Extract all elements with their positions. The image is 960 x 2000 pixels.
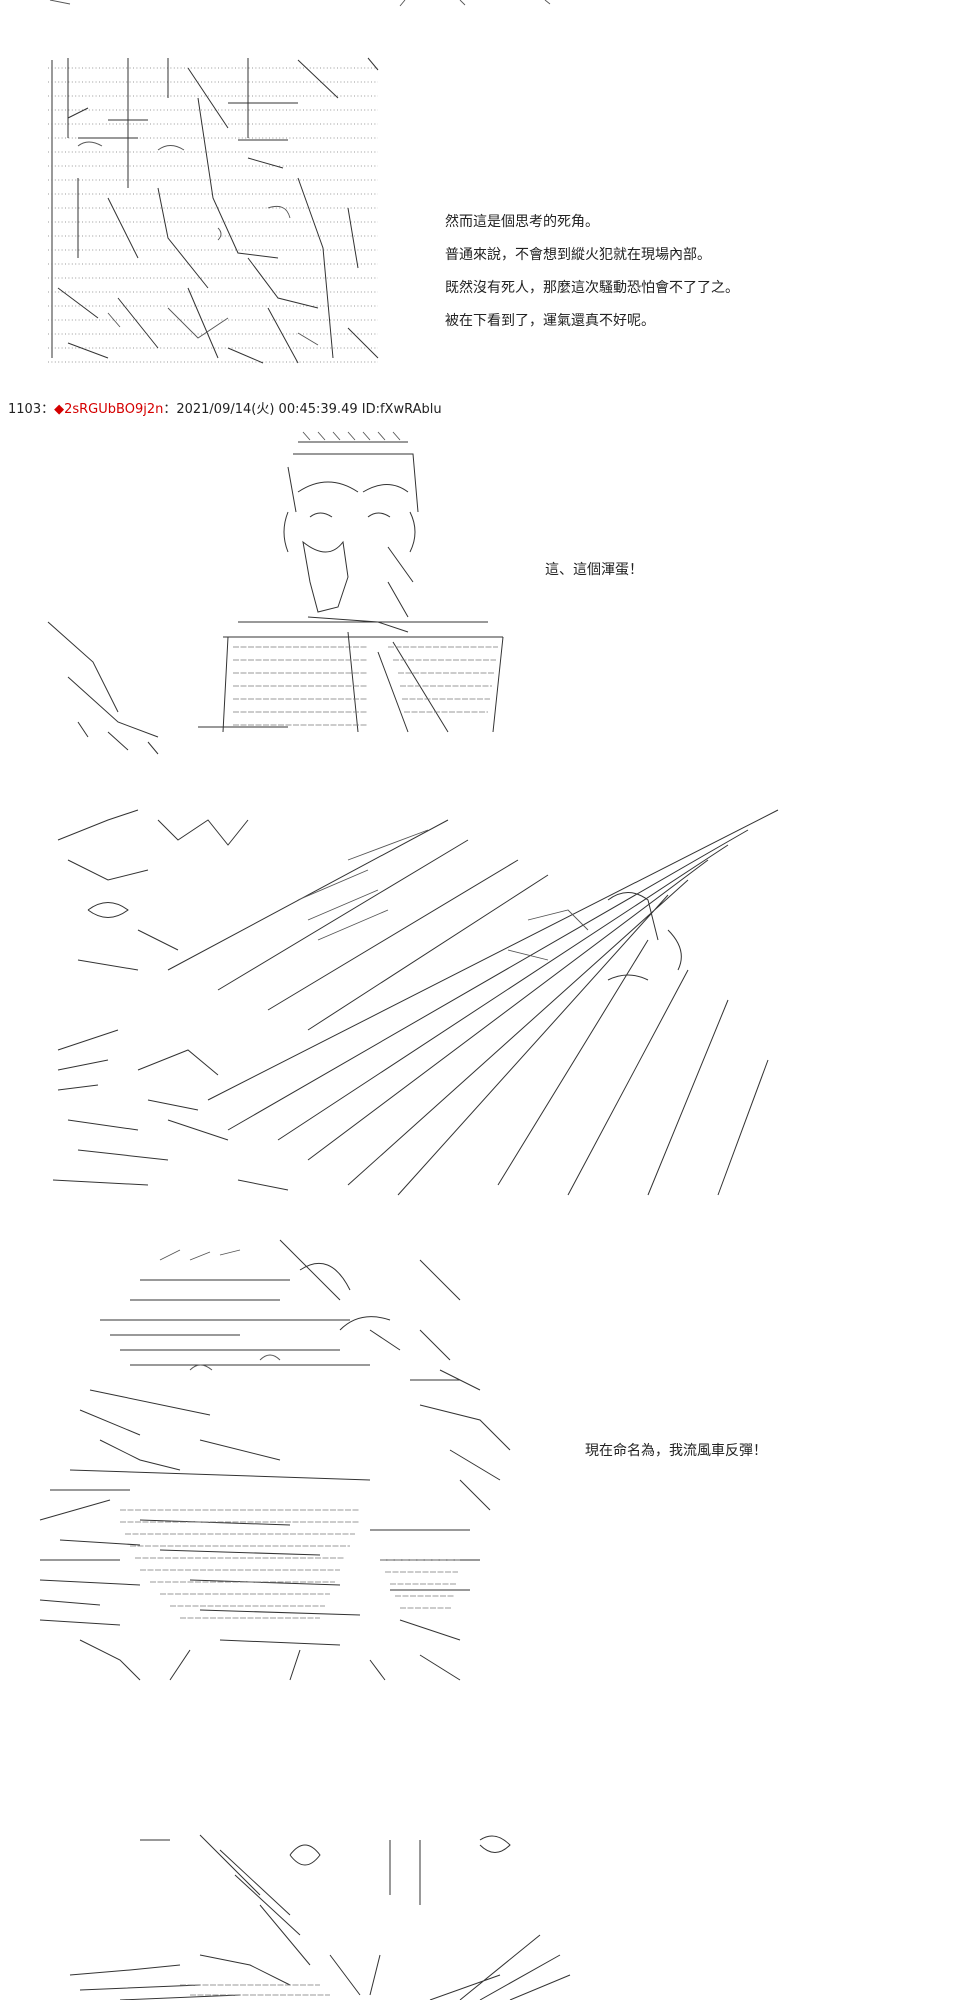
ascii-art-panel-4 — [39, 1239, 520, 1681]
dialog-line: 既然沒有死人，那麼這次騷動恐怕會不了了之。 — [445, 280, 739, 296]
dialog-line: 普通來說，不會想到縱火犯就在現場內部。 — [445, 247, 711, 263]
ascii-art-panel-1 — [48, 57, 388, 370]
dialog-line: 然而這是個思考的死角。 — [445, 214, 599, 230]
ascii-art-top-fragment — [40, 0, 551, 12]
post-number: 1103 — [8, 402, 42, 417]
ascii-art-panel-3 — [48, 800, 788, 1200]
dialog-panel-2: 這、這個渾蛋！ — [545, 554, 643, 587]
dialog-panel-4: 現在命名為，我流風車反彈！ — [585, 1435, 767, 1468]
dialog-line: 這、這個渾蛋！ — [545, 562, 643, 578]
diamond-icon: ◆ — [54, 402, 65, 417]
post-id[interactable]: ID:fXwRAblu — [361, 402, 442, 417]
post-header: 1103：◆2sRGUbBO9j2n：2021/09/14(火) 00:45:3… — [8, 398, 442, 417]
post-tripcode[interactable]: 2sRGUbBO9j2n — [64, 402, 164, 417]
post-separator: ： — [41, 402, 55, 417]
dialog-panel-1: 然而這是個思考的死角。 普通來說，不會想到縱火犯就在現場內部。 既然沒有死人，那… — [445, 206, 739, 338]
ascii-art-panel-2 — [47, 431, 528, 762]
dialog-line: 被在下看到了，運氣還真不好呢。 — [445, 313, 655, 329]
ascii-art-panel-5 — [60, 1834, 580, 2000]
post-datetime: ：2021/09/14(火) 00:45:39.49 — [163, 402, 358, 417]
dialog-line: 現在命名為，我流風車反彈！ — [585, 1443, 767, 1459]
